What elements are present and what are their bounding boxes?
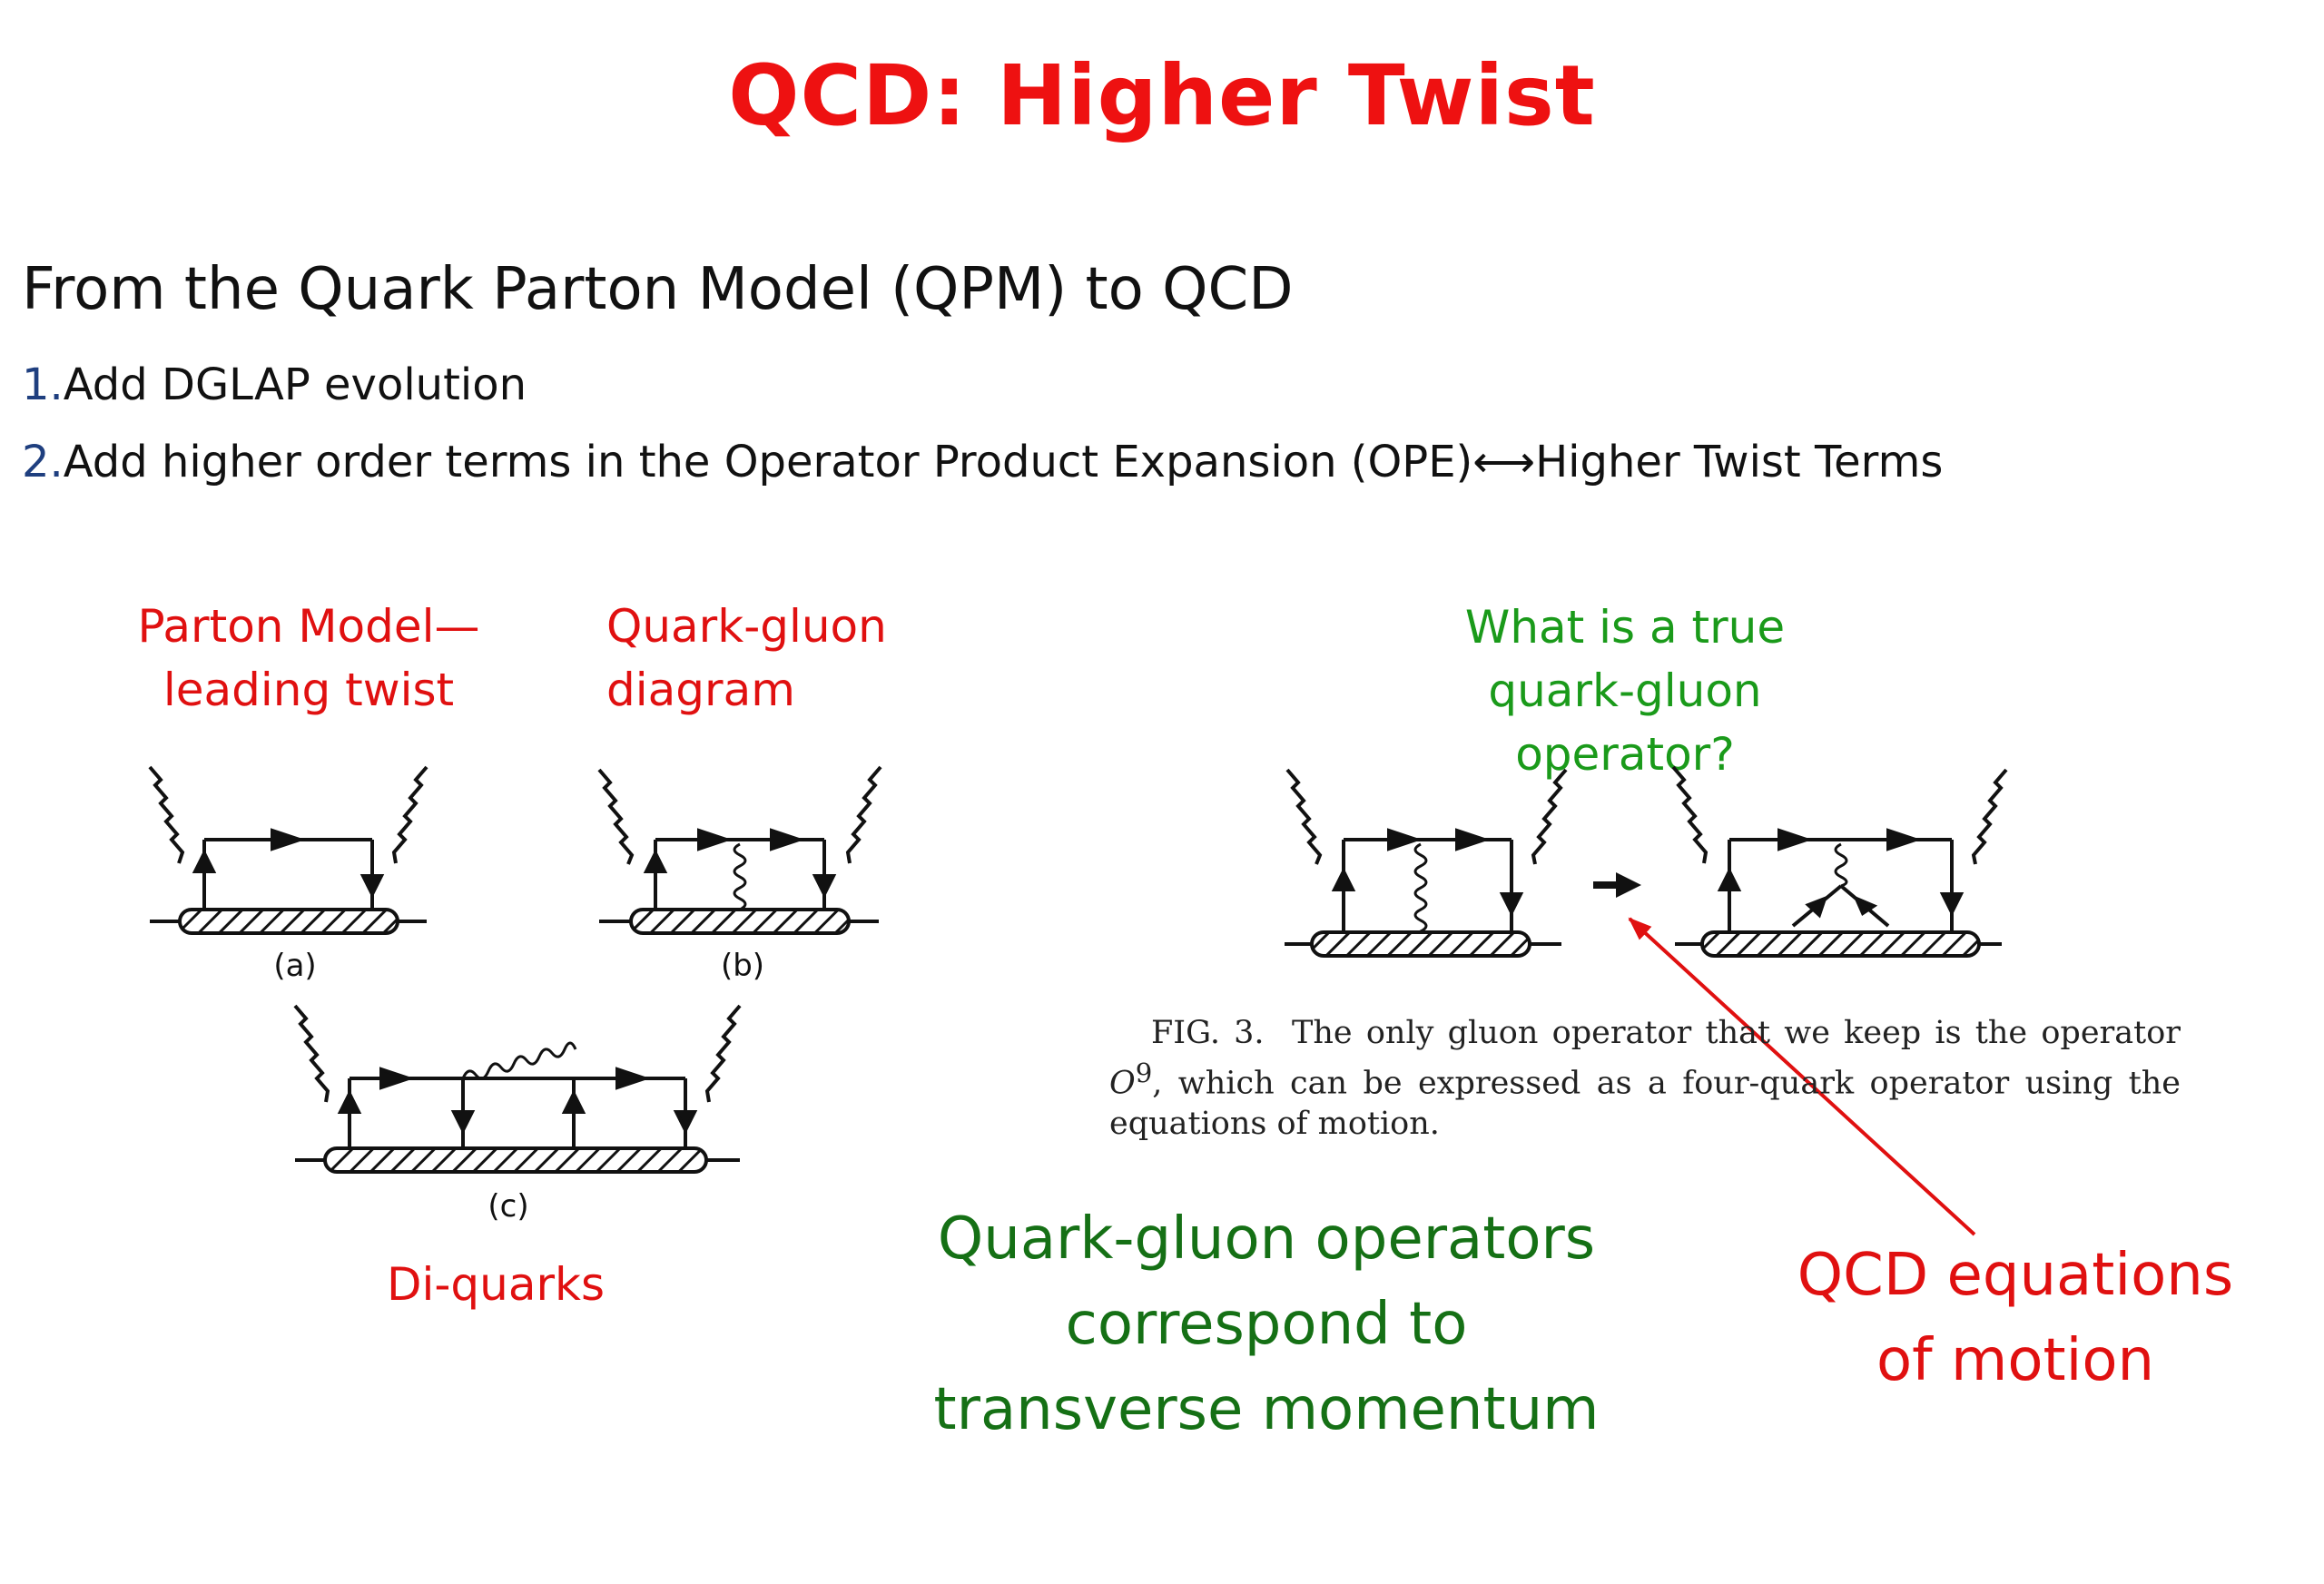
fig3-right-diagram (1671, 765, 2008, 958)
list-item: 1.Add DGLAP evolution (22, 359, 527, 410)
label-line: quark-gluon (1488, 664, 1762, 717)
caption-line: , which can be expressed as a four-quark… (1152, 1065, 2181, 1102)
note-line: correspond to (1065, 1291, 1468, 1358)
diagram-b (597, 765, 882, 935)
diagram-c (293, 1004, 742, 1174)
diquarks-label: Di-quarks (387, 1258, 606, 1311)
equations-of-motion-arrow (1628, 917, 1976, 1236)
list-text: Add DGLAP evolution (63, 359, 527, 410)
caption-operator: O (1109, 1065, 1136, 1102)
transverse-momentum-note: Quark-gluon operators correspond to tran… (876, 1196, 1657, 1452)
slide-subtitle: From the Quark Parton Model (QPM) to QCD (22, 256, 1294, 323)
true-operator-question: What is a true quark-gluon operator? (1416, 595, 1834, 786)
caption-line: The only gluon operator that we keep is … (1292, 1015, 2181, 1051)
list-number: 1. (22, 359, 64, 410)
fig3-left-diagram (1285, 768, 1568, 958)
caption-superscript: 9 (1135, 1058, 1153, 1088)
diagram-a (148, 765, 428, 935)
label-line: What is a true (1464, 601, 1786, 654)
list-item: 2.Add higher order terms in the Operator… (22, 437, 1943, 487)
note-line: transverse momentum (933, 1376, 1600, 1443)
list-text: Add higher order terms in the Operator P… (63, 437, 1944, 487)
note-line: QCD equations (1797, 1242, 2234, 1309)
list-number: 2. (22, 437, 64, 487)
note-line: of motion (1876, 1327, 2155, 1394)
parton-model-label: Parton Model— leading twist (118, 595, 499, 722)
diagram-b-label: (b) (721, 948, 764, 984)
caption-line: equations of motion. (1109, 1105, 1440, 1142)
transform-arrow (1593, 872, 1641, 898)
equations-of-motion-label: QCD equations of motion (1770, 1233, 2260, 1403)
caption-fig-number: FIG. 3. (1151, 1015, 1265, 1051)
label-line: leading twist (162, 664, 455, 716)
quark-gluon-diagram-label: Quark-gluon diagram (606, 595, 915, 722)
label-line: operator? (1515, 728, 1735, 781)
diagram-a-label: (a) (273, 948, 316, 984)
diagram-c-label: (c) (487, 1188, 528, 1225)
note-line: Quark-gluon operators (937, 1205, 1596, 1273)
figure-caption: FIG. 3. The only gluon operator that we … (1109, 1013, 2181, 1144)
slide-title: QCD: Higher Twist (728, 47, 1596, 144)
label-line: Quark-gluon (606, 600, 887, 653)
label-line: Parton Model— (137, 600, 480, 653)
label-line: diagram (606, 664, 795, 716)
